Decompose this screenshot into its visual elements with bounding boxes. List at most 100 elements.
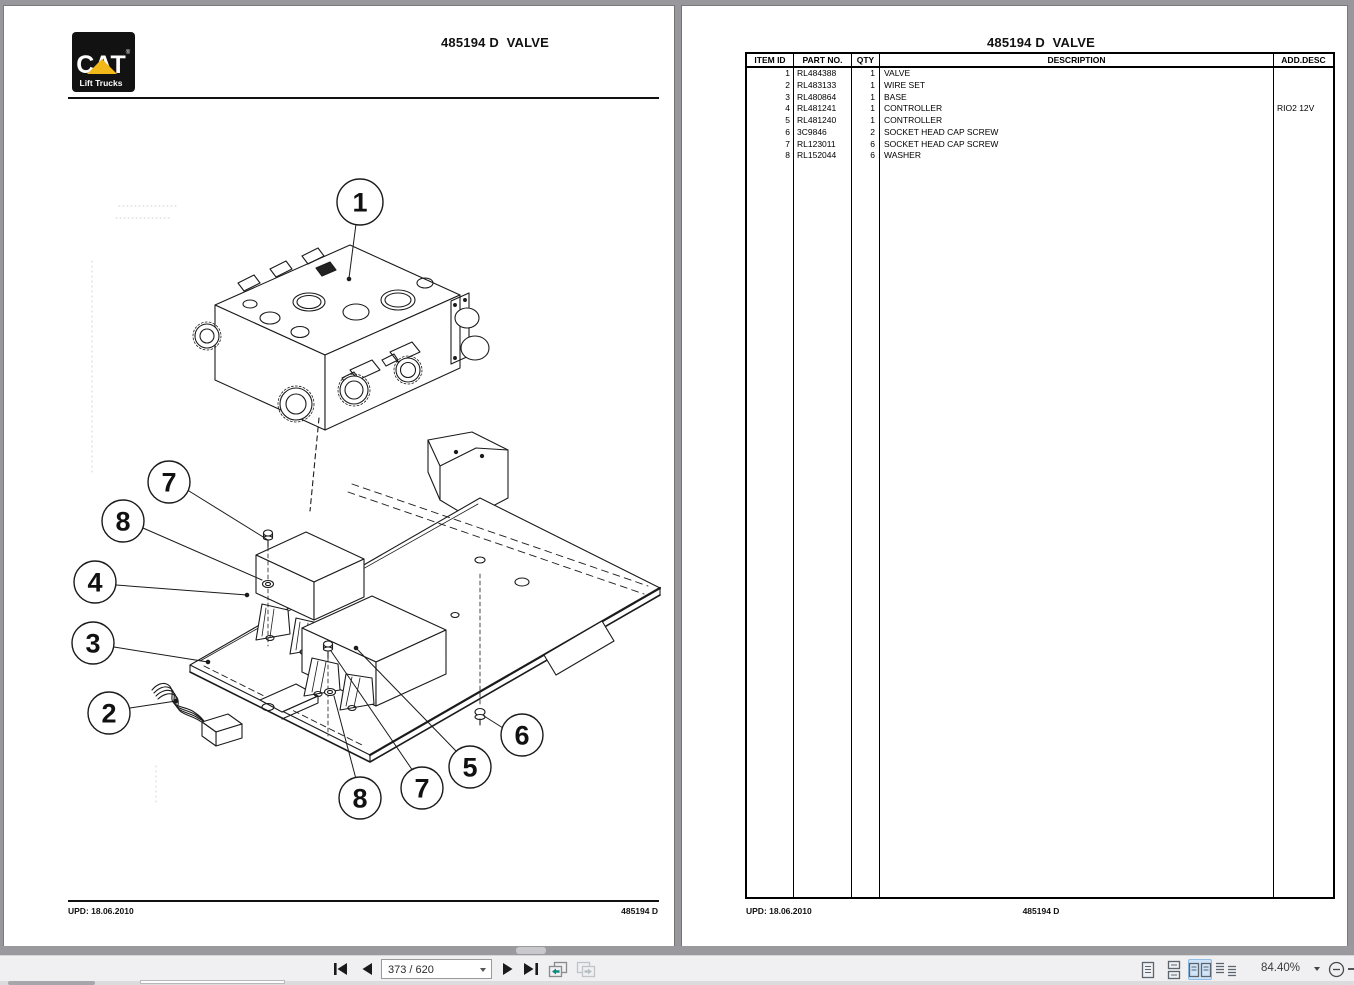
scan-artifacts xyxy=(91,205,177,807)
parts-table-header: ITEM ID PART NO. QTY DESCRIPTION ADD.DES… xyxy=(747,54,1333,68)
callout-balloon-2: 2 xyxy=(87,691,131,735)
col-item-id: 1 2 3 4 5 6 7 8 xyxy=(747,68,794,897)
page-gap-right-edge xyxy=(681,6,682,946)
two-page-continuous-view-button[interactable] xyxy=(1214,959,1238,980)
svg-text:6: 6 xyxy=(514,721,529,751)
bottom-edge-strip xyxy=(0,981,1354,985)
cell-description: SOCKET HEAD CAP SCREW xyxy=(884,126,999,137)
cell-add-desc: RIO2 12V xyxy=(1277,103,1315,114)
page-number-input[interactable] xyxy=(382,961,476,979)
cell-description: WIRE SET xyxy=(884,79,926,90)
continuous-view-button[interactable] xyxy=(1162,959,1186,980)
cell-qty: 6 xyxy=(870,138,875,149)
col-qty: 1 1 1 1 1 2 6 6 xyxy=(852,68,880,897)
svg-text:1: 1 xyxy=(352,188,367,218)
cell-item-id: 1 xyxy=(785,68,790,78)
cell-qty: 1 xyxy=(870,91,875,102)
previous-page-icon xyxy=(362,963,372,975)
svg-text:4: 4 xyxy=(87,568,102,598)
cat-lift-trucks-logo: CAT ® Lift Trucks xyxy=(72,32,135,92)
svg-text:7: 7 xyxy=(414,774,429,804)
first-page-icon xyxy=(334,963,347,975)
callout-balloon-3: 3 xyxy=(71,621,115,665)
last-page-button[interactable] xyxy=(521,960,541,978)
col-header-description: DESCRIPTION xyxy=(880,54,1274,66)
cell-add-desc xyxy=(1274,92,1333,104)
svg-text:2: 2 xyxy=(101,699,116,729)
col-description: VALVE WIRE SET BASE CONTROLLER CONTROLLE… xyxy=(880,68,1274,897)
cell-qty: 1 xyxy=(870,103,875,114)
right-page-footer-docnum: 485194 D xyxy=(1022,906,1060,916)
cell-item-id: 6 xyxy=(785,126,790,137)
horizontal-scrollbar-thumb[interactable] xyxy=(516,947,546,954)
two-page-view-icon xyxy=(1188,962,1212,977)
cell-item-id: 5 xyxy=(785,115,790,125)
svg-text:5: 5 xyxy=(462,753,477,783)
zoom-level-value[interactable]: 84.40% xyxy=(1260,962,1300,974)
cell-item-id: 4 xyxy=(785,103,790,114)
exploded-parts-diagram: 1 7 8 4 3 2 8 xyxy=(71,178,662,820)
page-number-combo[interactable] xyxy=(381,959,492,979)
zoom-slider-track-partial[interactable] xyxy=(1348,968,1354,970)
page-combo-caret-icon[interactable] xyxy=(480,968,486,972)
document-page-left: CAT ® Lift Trucks 485194 D VALVE xyxy=(3,5,675,947)
parts-table: ITEM ID PART NO. QTY DESCRIPTION ADD.DES… xyxy=(745,52,1335,899)
cell-qty: 2 xyxy=(870,126,875,137)
callout-balloon-5: 5 xyxy=(448,745,492,789)
callout-balloon-8b: 8 xyxy=(338,776,382,820)
valve-drawing xyxy=(192,244,490,512)
cell-add-desc xyxy=(1274,115,1333,127)
next-page-icon xyxy=(503,963,513,975)
bottom-edge-segment xyxy=(140,980,285,984)
cell-add-desc xyxy=(1274,139,1333,151)
callout-balloon-1: 1 xyxy=(336,178,384,226)
two-page-continuous-view-icon xyxy=(1216,962,1236,976)
cell-part-no: RL152044 xyxy=(797,150,837,161)
first-page-button[interactable] xyxy=(331,960,351,978)
cell-add-desc xyxy=(1274,150,1333,162)
zoom-out-button[interactable] xyxy=(1326,960,1346,978)
cell-part-no: RL480864 xyxy=(797,91,837,102)
next-view-icon xyxy=(576,961,596,977)
bottom-scrollbar-thumb[interactable] xyxy=(8,981,95,985)
right-page-title: 485194 D VALVE xyxy=(986,35,1095,50)
next-view-button[interactable] xyxy=(574,960,598,978)
previous-view-button[interactable] xyxy=(546,960,570,978)
cell-description: SOCKET HEAD CAP SCREW xyxy=(884,138,999,149)
zoom-out-icon xyxy=(1328,961,1344,977)
cell-description: BASE xyxy=(884,91,907,102)
footer-rule xyxy=(68,900,659,902)
left-page-footer-updated: UPD: 18.06.2010 xyxy=(68,906,134,916)
callout-balloon-4: 4 xyxy=(73,560,117,604)
cell-item-id: 8 xyxy=(785,150,790,161)
previous-view-icon xyxy=(548,961,568,977)
cell-part-no: RL484388 xyxy=(797,68,837,78)
left-page-footer-docnum: 485194 D xyxy=(621,906,658,916)
cell-item-id: 7 xyxy=(785,138,790,149)
last-page-icon xyxy=(524,963,538,975)
page-gap-left-edge xyxy=(674,6,675,946)
cell-item-id: 2 xyxy=(785,79,790,90)
cell-add-desc xyxy=(1274,127,1333,139)
single-page-view-icon xyxy=(1141,961,1155,978)
col-header-add-desc: ADD.DESC xyxy=(1281,55,1326,65)
previous-page-button[interactable] xyxy=(357,960,377,978)
svg-text:8: 8 xyxy=(115,507,130,537)
col-header-part-no: PART NO. xyxy=(794,54,852,66)
left-page-title: 485194 D VALVE xyxy=(440,35,549,50)
cell-qty: 1 xyxy=(870,68,875,78)
two-page-view-button[interactable] xyxy=(1188,959,1212,980)
svg-text:3: 3 xyxy=(85,629,100,659)
zoom-dropdown-caret-icon[interactable] xyxy=(1314,967,1320,971)
cell-part-no: RL481240 xyxy=(797,115,837,125)
cell-qty: 6 xyxy=(870,150,875,161)
continuous-view-icon xyxy=(1167,960,1181,979)
callout-balloons: 1 7 8 4 3 2 8 xyxy=(71,178,544,820)
viewer-toolbar: 84.40% xyxy=(0,955,1354,982)
col-header-qty: QTY xyxy=(852,54,880,66)
next-page-button[interactable] xyxy=(498,960,518,978)
svg-text:8: 8 xyxy=(352,784,367,814)
parts-table-body: 1 2 3 4 5 6 7 8 RL484388 RL483133 RL4808… xyxy=(747,68,1333,897)
single-page-view-button[interactable] xyxy=(1136,959,1160,980)
washer8a-drawing xyxy=(261,579,275,589)
